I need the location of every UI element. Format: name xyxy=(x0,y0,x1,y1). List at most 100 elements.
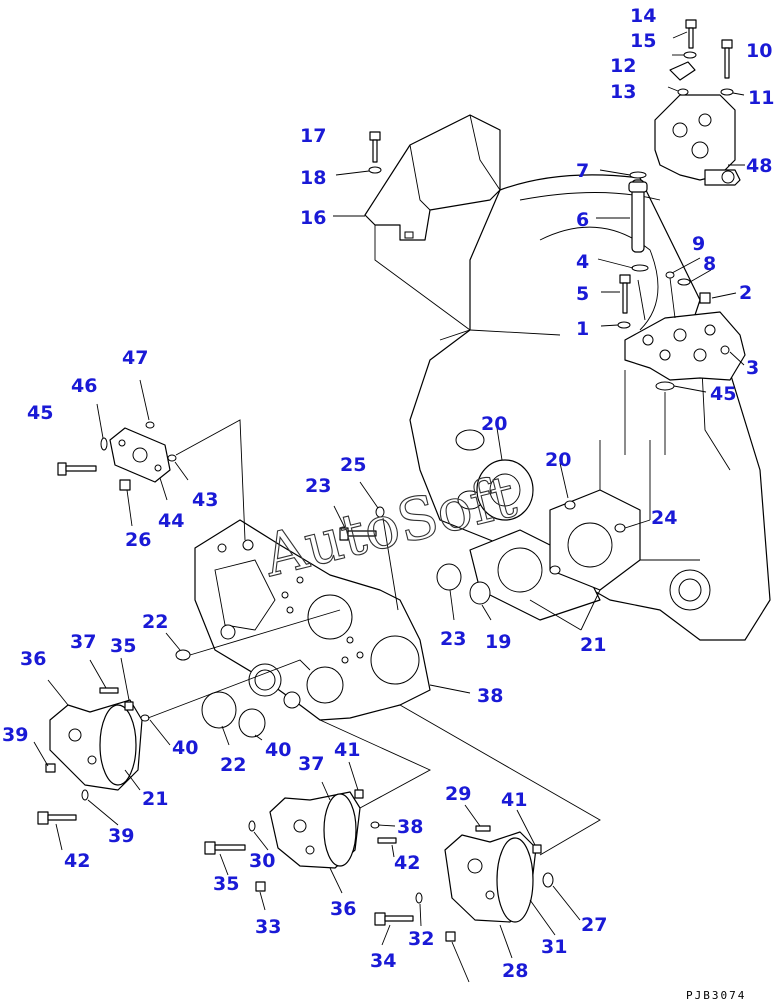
callout-21: 21 xyxy=(142,788,168,810)
callout-37: 37 xyxy=(70,631,96,653)
cover-43 xyxy=(109,427,171,483)
o-ring-45-a xyxy=(145,421,155,429)
callout-39: 39 xyxy=(108,825,134,847)
callout-17: 17 xyxy=(300,125,326,147)
o-ring-39-left xyxy=(140,714,150,722)
bolt-14 xyxy=(685,19,697,49)
callout-37: 37 xyxy=(298,753,324,775)
washer-47 xyxy=(100,437,108,451)
callout-34: 34 xyxy=(370,950,396,972)
bolt-4 xyxy=(619,274,631,314)
plate-19 xyxy=(194,519,431,721)
o-ring-3 xyxy=(655,381,675,391)
o-ring-8 xyxy=(677,278,691,286)
plug-28 xyxy=(445,931,456,942)
gasket-23-upper xyxy=(476,459,534,521)
bolt-33 xyxy=(374,912,414,926)
callout-16: 16 xyxy=(300,207,326,229)
o-ring-22-right xyxy=(469,581,491,605)
plug-29 xyxy=(532,844,542,854)
o-ring-21-right xyxy=(436,563,462,591)
callout-20: 20 xyxy=(545,449,571,471)
washer-5 xyxy=(617,321,631,329)
callout-20: 20 xyxy=(481,413,507,435)
o-ring-45-b xyxy=(167,454,177,462)
bolt-38-middle xyxy=(377,837,397,844)
callout-5: 5 xyxy=(576,283,589,305)
callout-30: 30 xyxy=(249,850,275,872)
bolt-41-middle xyxy=(204,841,246,855)
callout-10: 10 xyxy=(746,40,772,62)
callout-7: 7 xyxy=(576,160,589,182)
callout-19: 19 xyxy=(485,631,511,653)
callout-40: 40 xyxy=(265,739,291,761)
callout-44: 44 xyxy=(158,510,184,532)
o-ring-21-left xyxy=(201,691,237,729)
callout-18: 18 xyxy=(300,167,326,189)
bolt-17 xyxy=(369,131,381,163)
leader-lines xyxy=(33,31,745,983)
pin-26 xyxy=(375,506,385,518)
callout-9: 9 xyxy=(692,233,705,255)
plug-36-middle xyxy=(255,881,266,892)
callout-6: 6 xyxy=(576,209,589,231)
callout-22: 22 xyxy=(142,611,168,633)
plug-36-left xyxy=(45,763,56,773)
callout-15: 15 xyxy=(630,30,656,52)
o-ring-7-bottom xyxy=(631,264,649,272)
callout-43: 43 xyxy=(192,489,218,511)
callout-42: 42 xyxy=(394,852,420,874)
washer-11 xyxy=(720,88,734,96)
callout-29: 29 xyxy=(445,783,471,805)
callout-11: 11 xyxy=(748,87,774,109)
callout-47: 47 xyxy=(122,347,148,369)
callout-25: 25 xyxy=(340,454,366,476)
washer-15 xyxy=(683,51,697,59)
bolt-46 xyxy=(57,462,97,476)
washer-42-middle xyxy=(248,820,256,832)
bolt-38-left xyxy=(99,687,119,694)
callout-23: 23 xyxy=(305,475,331,497)
plug-2 xyxy=(699,292,711,304)
o-ring-7-top xyxy=(629,171,647,179)
callout-33: 33 xyxy=(255,916,281,938)
callout-35: 35 xyxy=(213,873,239,895)
drawing-code: PJB3074 xyxy=(686,989,746,1002)
callout-41: 41 xyxy=(501,789,527,811)
callout-35: 35 xyxy=(110,635,136,657)
callout-27: 27 xyxy=(581,914,607,936)
callout-8: 8 xyxy=(703,253,716,275)
callout-39: 39 xyxy=(2,724,28,746)
callout-3: 3 xyxy=(746,357,759,379)
callout-23: 23 xyxy=(440,628,466,650)
valve-body-1 xyxy=(624,311,746,381)
callout-24: 24 xyxy=(651,507,677,529)
callout-2: 2 xyxy=(739,282,752,304)
o-ring-31 xyxy=(542,872,554,888)
callout-21: 21 xyxy=(580,634,606,656)
o-ring-22-left xyxy=(238,708,266,738)
pin-30 xyxy=(475,825,491,832)
callout-14: 14 xyxy=(630,5,656,27)
callout-12: 12 xyxy=(610,55,636,77)
o-ring-24 xyxy=(175,649,191,661)
o-ring-13 xyxy=(677,88,689,96)
callout-42: 42 xyxy=(64,850,90,872)
callout-32: 32 xyxy=(408,928,434,950)
callout-36: 36 xyxy=(330,898,356,920)
callout-45: 45 xyxy=(27,402,53,424)
callout-22: 22 xyxy=(220,754,246,776)
plug-44 xyxy=(119,479,131,491)
callout-38: 38 xyxy=(477,685,503,707)
callout-1: 1 xyxy=(576,318,589,340)
callout-41: 41 xyxy=(334,739,360,761)
plate-12 xyxy=(669,61,696,81)
callout-4: 4 xyxy=(576,251,589,273)
plug-37-left xyxy=(124,701,134,711)
bolt-25 xyxy=(339,527,377,541)
callout-26: 26 xyxy=(125,529,151,551)
pump-bottom-right xyxy=(444,831,537,923)
bolt-10 xyxy=(721,39,733,79)
washer-18 xyxy=(368,166,382,174)
